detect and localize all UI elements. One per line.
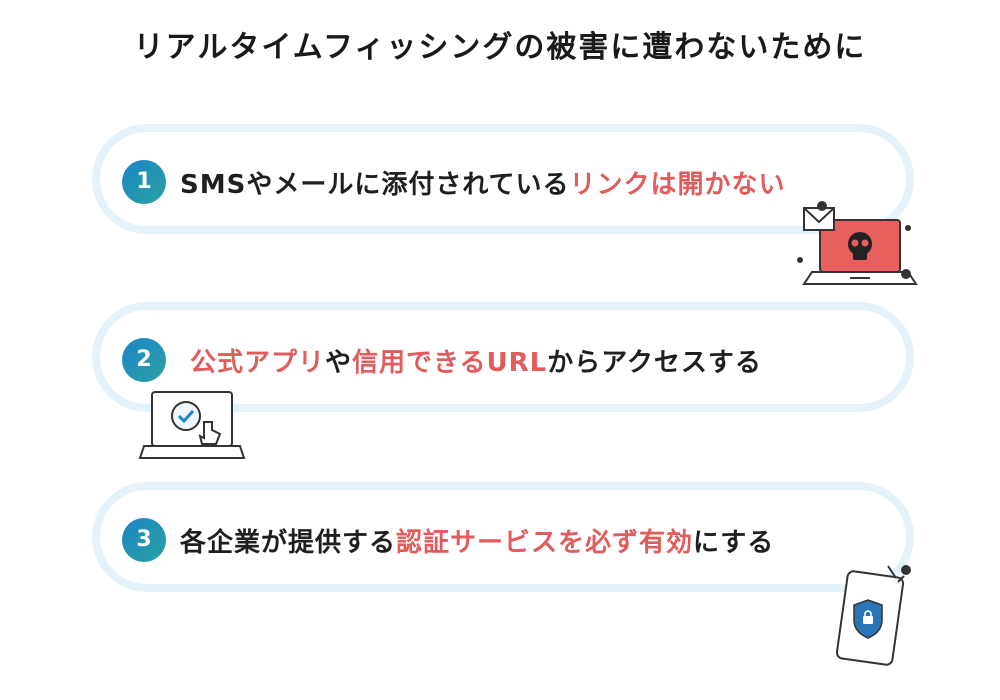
tip-text-segment: にする — [693, 528, 775, 558]
tip-text-segment: 各企業が提供する — [180, 528, 397, 558]
skull-icon — [848, 232, 872, 260]
tip-text-segment: や — [325, 348, 353, 378]
tip-card-1: 1 SMSやメールに添付されているリンクは開かない — [92, 124, 914, 234]
smartphone-shield-icon — [835, 565, 911, 666]
page-title: リアルタイムフィッシングの被害に遭わないために — [133, 30, 867, 65]
tip-text-highlight: 信用できるURL — [352, 348, 548, 378]
mail-icon — [803, 207, 835, 231]
tip-text-segment: SMSやメールに添付されている — [180, 170, 570, 200]
step-badge-3: 3 — [122, 518, 166, 562]
tip-card-3: 3 各企業が提供する認証サービスを必ず有効にする — [92, 482, 914, 592]
tip-text-highlight: 認証サービスを必ず有効 — [396, 528, 694, 558]
cursor-hand-icon — [198, 421, 222, 445]
tip-text-highlight: 公式アプリ — [190, 348, 326, 378]
virus-icon — [901, 565, 911, 575]
tip-text-3: 各企業が提供する認証サービスを必ず有効にする — [180, 522, 774, 559]
tip-text-segment: からアクセスする — [547, 348, 762, 378]
skull-laptop-icon — [797, 201, 918, 285]
tip-text-highlight: リンクは開かない — [569, 170, 786, 200]
step-badge-1: 1 — [122, 160, 166, 204]
virus-icon — [797, 201, 911, 279]
tip-text-2: 公式アプリや信用できるURLからアクセスする — [190, 342, 762, 379]
step-badge-2: 2 — [122, 338, 166, 382]
lock-icon — [853, 599, 883, 639]
tip-text-1: SMSやメールに添付されているリンクは開かない — [180, 164, 786, 201]
laptop-check-icon — [138, 391, 246, 459]
tip-card-2: 2 公式アプリや信用できるURLからアクセスする — [92, 302, 914, 412]
